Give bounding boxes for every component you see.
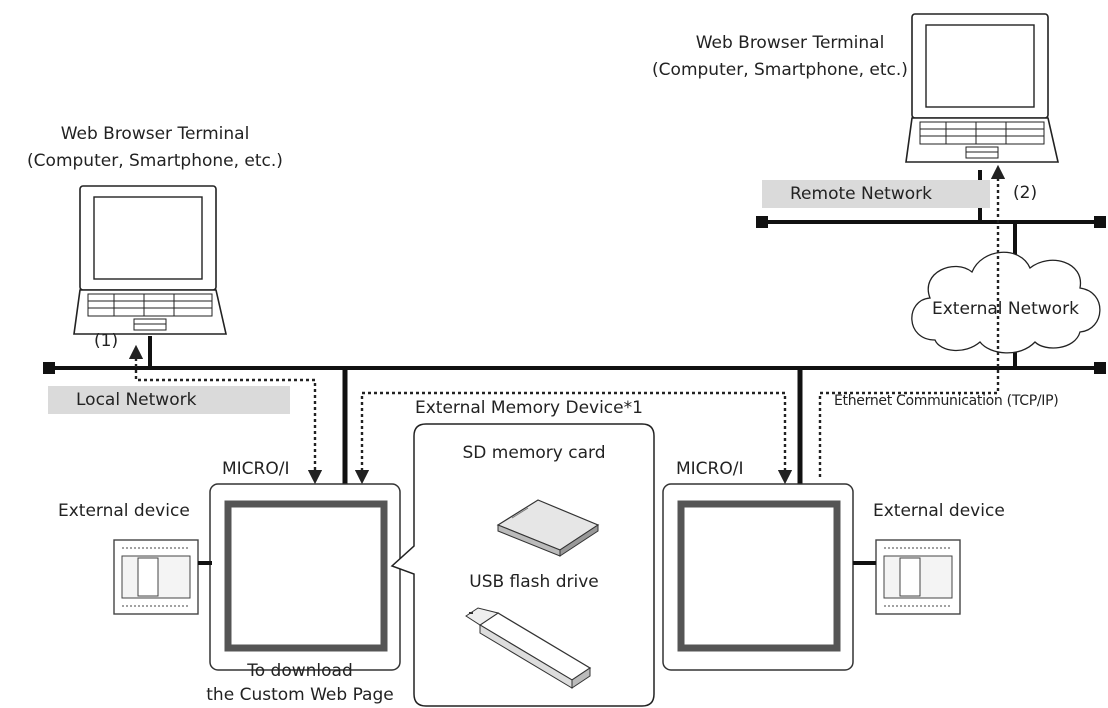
local-network-label: Local Network <box>48 386 290 414</box>
right-hmi-icon <box>662 483 854 671</box>
usb-drive-label: USB flash drive <box>469 572 599 592</box>
remote-network-line <box>756 216 1106 228</box>
path-marker-1: (1) <box>94 331 119 351</box>
path-marker-2: (2) <box>1013 183 1038 203</box>
remote-laptop-icon <box>905 13 1060 163</box>
path-local-to-right-hmi <box>354 391 793 485</box>
download-note-line1: To download <box>247 661 353 681</box>
external-network-cloud <box>911 251 1101 354</box>
external-network-label: External Network <box>932 299 1079 319</box>
usb-drive-icon <box>465 607 592 689</box>
left-external-device-label: External device <box>58 501 190 521</box>
remote-network-label: Remote Network <box>762 180 990 208</box>
local-network-line <box>43 362 1106 374</box>
right-hmi-label: MICRO/I <box>676 459 744 479</box>
memory-callout-box <box>390 423 655 707</box>
download-note-line2: the Custom Web Page <box>206 685 394 705</box>
path-remote-terminal <box>818 164 1006 477</box>
local-terminal-name: Web Browser Terminal <box>60 124 250 144</box>
sd-card-icon <box>496 499 600 557</box>
local-terminal-sub: (Computer, Smartphone, etc.) <box>27 151 283 171</box>
left-hmi-icon <box>209 483 401 671</box>
memory-title: External Memory Device*1 <box>415 398 643 418</box>
left-external-device-icon <box>113 539 199 615</box>
remote-terminal-name: Web Browser Terminal <box>695 33 885 53</box>
right-external-device-label: External device <box>873 501 1005 521</box>
right-external-device-icon <box>875 539 961 615</box>
left-hmi-label: MICRO/I <box>222 459 290 479</box>
path-local-terminal <box>128 344 323 485</box>
local-laptop-icon <box>73 185 228 335</box>
sd-card-label: SD memory card <box>462 443 606 463</box>
ethernet-label: Ethernet Communication (TCP/IP) <box>834 393 1059 409</box>
remote-terminal-sub: (Computer, Smartphone, etc.) <box>652 60 908 80</box>
